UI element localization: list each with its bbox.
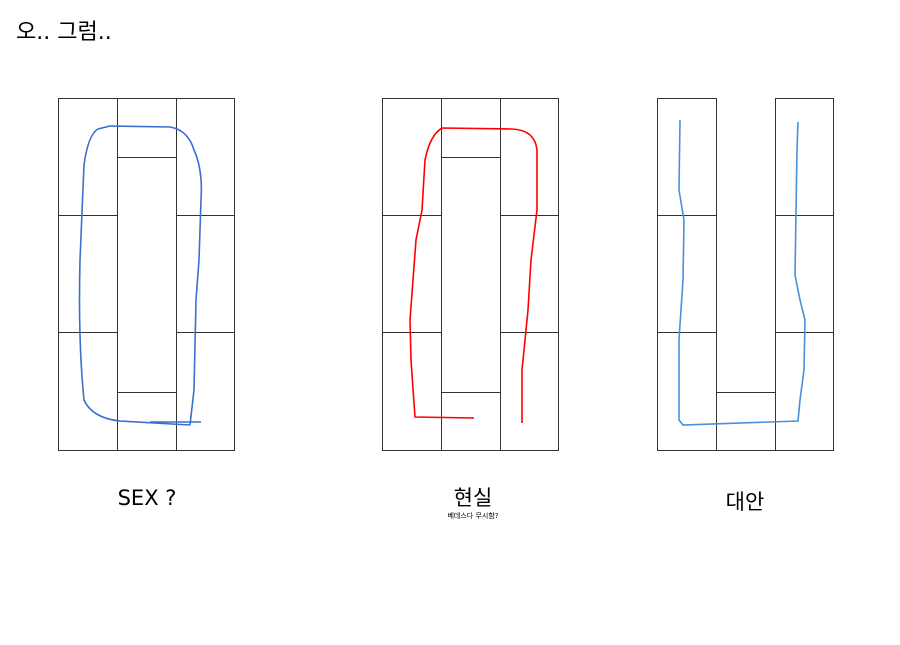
grid-figure-1 — [58, 98, 235, 451]
grid-figure-3 — [657, 98, 834, 451]
caption-figure-2: 현실 — [453, 486, 493, 510]
stroke-figure-1 — [78, 125, 203, 426]
note-figure-2: 베데스다 무시함? — [447, 512, 499, 520]
page-title: 오.. 그럼.. — [16, 20, 112, 45]
stroke-figure-3 — [678, 119, 806, 426]
stroke-figure-2 — [409, 127, 538, 423]
caption-figure-3: 대안 — [725, 490, 765, 514]
caption-figure-1: SEX ? — [117, 486, 177, 510]
grid-figure-2 — [382, 98, 559, 451]
